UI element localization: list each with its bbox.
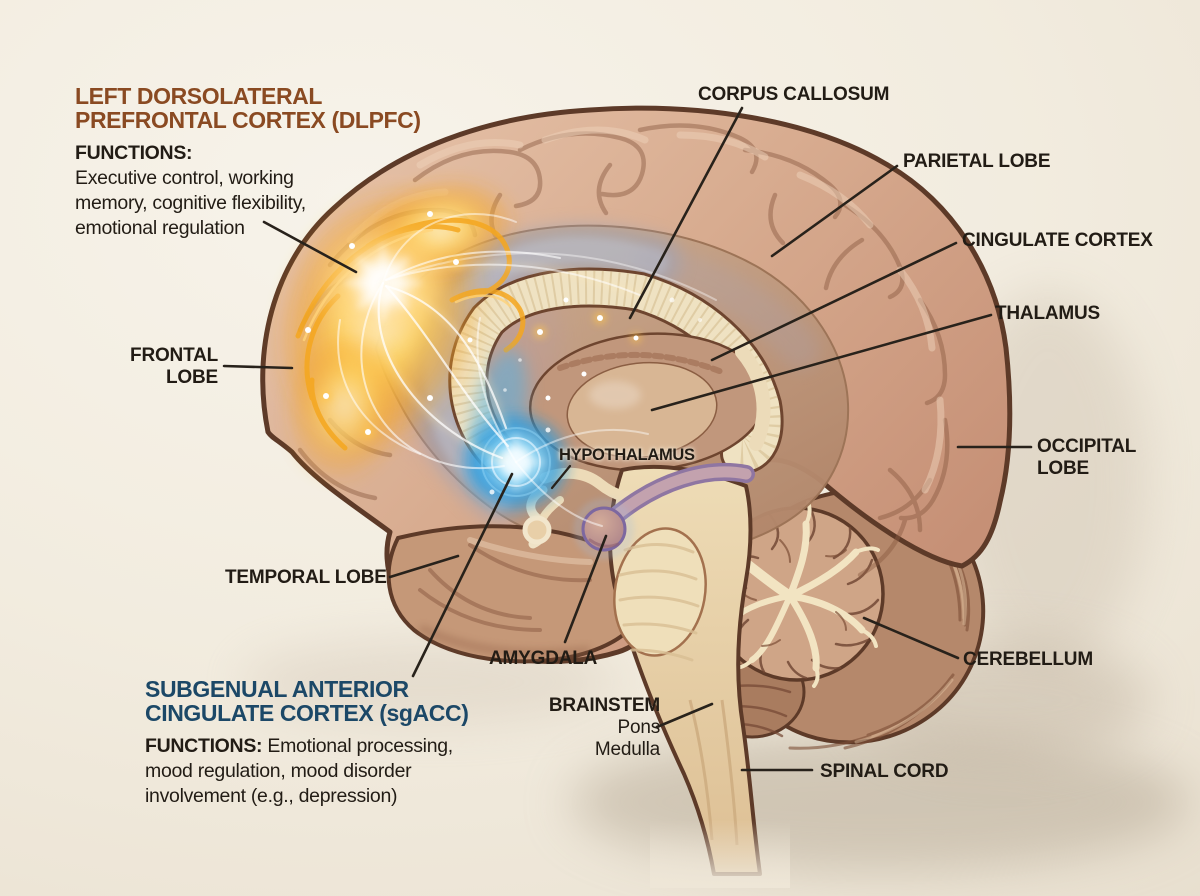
label-temporal-lobe: TEMPORAL LOBE (225, 567, 387, 588)
sgacc-callout-title: SUBGENUAL ANTERIOR CINGULATE CORTEX (sgA… (145, 676, 469, 726)
arbor-vitae (731, 500, 880, 688)
thalamus-shape (528, 332, 771, 472)
leader-thalamus (650, 313, 993, 412)
leader-temporal-lobe (388, 554, 460, 579)
sparkle-dots (305, 211, 702, 495)
label-cingulate-cortex: CINGULATE CORTEX (962, 230, 1153, 251)
label-corpus-callosum: CORPUS CALLOSUM (698, 84, 890, 105)
leader-lines (222, 106, 1033, 772)
leader-parietal-lobe (770, 164, 899, 258)
leader-dlpfc (262, 220, 358, 274)
label-occipital-lobe: OCCIPITAL LOBE (1037, 436, 1136, 479)
label-frontal-lobe: FRONTAL LOBE (130, 345, 218, 388)
label-brainstem: BRAINSTEM (548, 695, 660, 716)
pituitary-shape (522, 515, 552, 545)
sgacc-functions-text: Emotional processing, mood regulation, m… (145, 735, 453, 807)
leader-amygdala (563, 534, 608, 644)
dlpfc-functions: FUNCTIONS: Executive control, working me… (75, 141, 327, 241)
fiber-tract-lines (337, 213, 717, 527)
label-medulla: Medulla (594, 739, 660, 760)
sgacc-callout: SUBGENUAL ANTERIOR CINGULATE CORTEX (sgA… (145, 677, 497, 809)
dlpfc-functions-heading: FUNCTIONS: (75, 142, 193, 164)
leader-cerebellum (862, 616, 960, 660)
leader-sgacc (411, 472, 514, 678)
label-cerebellum: CEREBELLUM (963, 649, 1093, 670)
label-spinal-cord: SPINAL CORD (820, 761, 949, 782)
cerebellum-shape (698, 488, 986, 750)
dlpfc-callout-title: LEFT DORSOLATERAL PREFRONTAL CORTEX (DLP… (75, 83, 421, 133)
leader-brainstem (655, 702, 714, 729)
brainstem-label-group: BRAINSTEM Pons Medulla (500, 695, 660, 761)
dlpfc-functions-text: Executive control, working memory, cogni… (75, 167, 306, 239)
leader-hypothalamus (550, 464, 572, 490)
label-hypothalamus: HYPOTHALAMUS (559, 446, 695, 464)
brainstem-shape (608, 464, 790, 888)
label-thalamus: THALAMUS (995, 303, 1100, 324)
leader-corpus-callosum (628, 106, 744, 320)
sgacc-functions: FUNCTIONS: Emotional processing, mood re… (145, 734, 479, 809)
label-pons: Pons (617, 717, 660, 738)
leader-cingulate-cortex (710, 241, 958, 362)
sgacc-functions-heading: FUNCTIONS: (145, 735, 263, 757)
dlpfc-callout: LEFT DORSOLATERAL PREFRONTAL CORTEX (DLP… (75, 84, 457, 241)
label-amygdala: AMYGDALA (489, 648, 598, 669)
leader-frontal-lobe (222, 364, 294, 370)
amygdala-shape (575, 462, 755, 558)
label-parietal-lobe: PARIETAL LOBE (903, 151, 1051, 172)
